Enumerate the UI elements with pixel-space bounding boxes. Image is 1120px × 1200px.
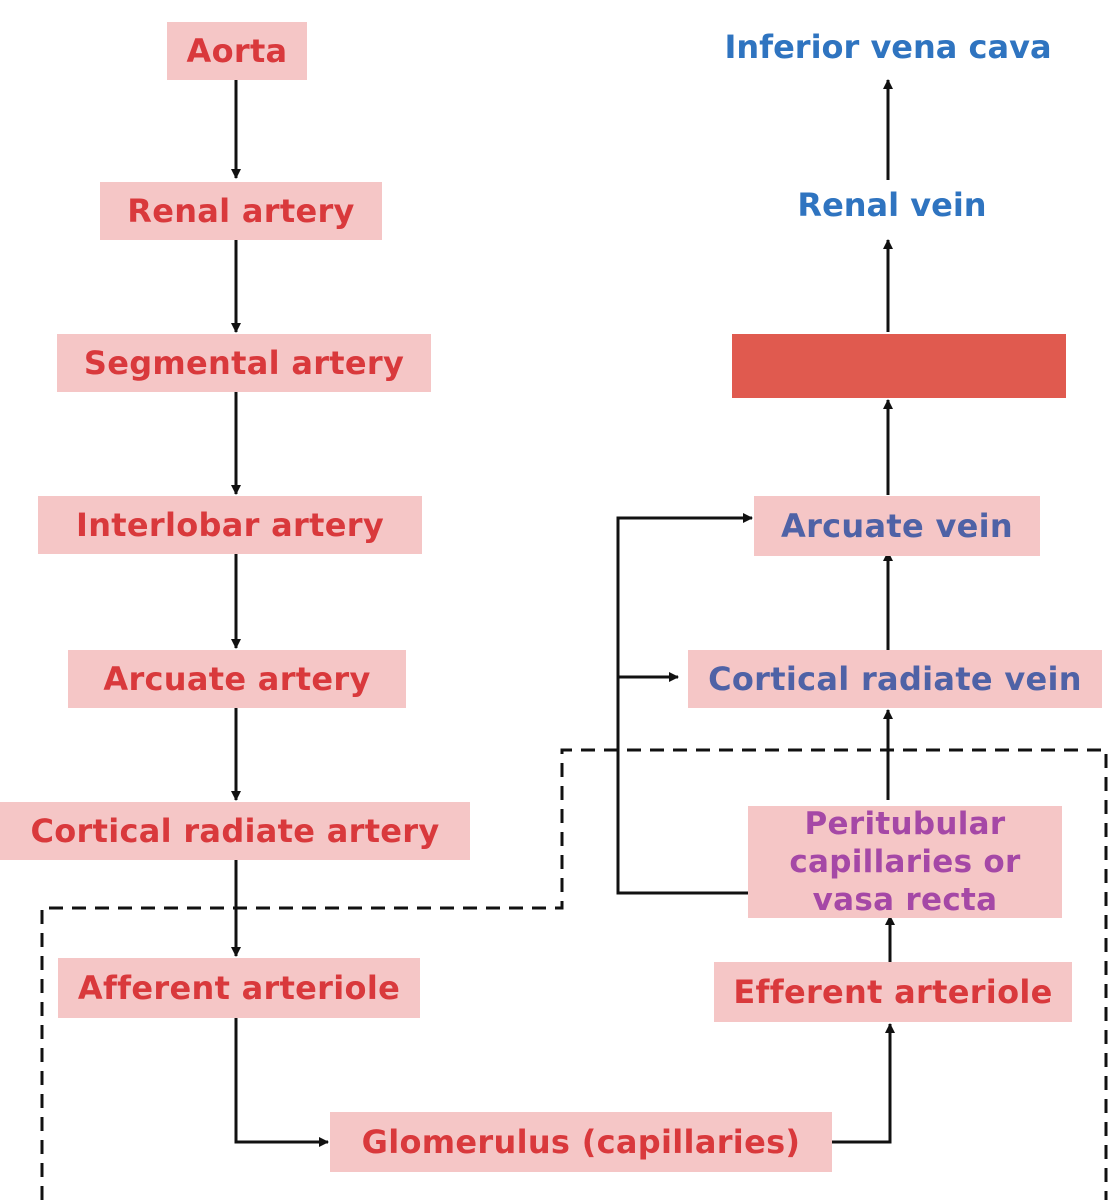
efferent-arteriole-box: Efferent arteriole: [714, 962, 1072, 1022]
renal-artery-label: Renal artery: [127, 192, 355, 230]
renal-artery-box: Renal artery: [100, 182, 382, 240]
afferent-arteriole-box: Afferent arteriole: [58, 958, 420, 1018]
nephron-dashed-outline: [40, 748, 1108, 1200]
arcuate-vein-label: Arcuate vein: [781, 507, 1013, 545]
afferent-arteriole-label: Afferent arteriole: [77, 969, 401, 1007]
cortical-radiate-artery-label: Cortical radiate artery: [30, 812, 440, 850]
peritubular-box: Peritubular capillaries or vasa recta: [748, 806, 1062, 918]
peritubular-label: Peritubular capillaries or vasa recta: [789, 806, 1021, 918]
interlobar-artery-box: Interlobar artery: [38, 496, 422, 554]
hidden-label-box: [732, 334, 1066, 398]
cortical-radiate-artery-box: Cortical radiate artery: [0, 802, 470, 860]
arcuate-vein-box: Arcuate vein: [754, 496, 1040, 556]
arrow-peritubular-to-arcuate-vein: [616, 513, 753, 895]
segmental-artery-box: Segmental artery: [57, 334, 431, 392]
glomerulus-box: Glomerulus (capillaries): [330, 1112, 832, 1172]
aorta-box: Aorta: [167, 22, 307, 80]
arrow-glomerulus-efferent: [830, 1023, 895, 1144]
segmental-artery-label: Segmental artery: [83, 344, 405, 382]
glomerulus-label: Glomerulus (capillaries): [361, 1123, 801, 1161]
cortical-radiate-vein-label: Cortical radiate vein: [708, 660, 1082, 698]
arrow-afferent-glomerulus: [234, 1018, 329, 1147]
efferent-arteriole-label: Efferent arteriole: [733, 973, 1053, 1011]
cortical-radiate-vein-box: Cortical radiate vein: [688, 650, 1102, 708]
aorta-label: Aorta: [186, 32, 288, 70]
renal-vein-label: Renal vein: [797, 186, 987, 224]
arcuate-artery-label: Arcuate artery: [103, 660, 371, 698]
inferior-vena-cava-label: Inferior vena cava: [724, 28, 1052, 66]
arcuate-artery-box: Arcuate artery: [68, 650, 406, 708]
interlobar-artery-label: Interlobar artery: [76, 506, 384, 544]
